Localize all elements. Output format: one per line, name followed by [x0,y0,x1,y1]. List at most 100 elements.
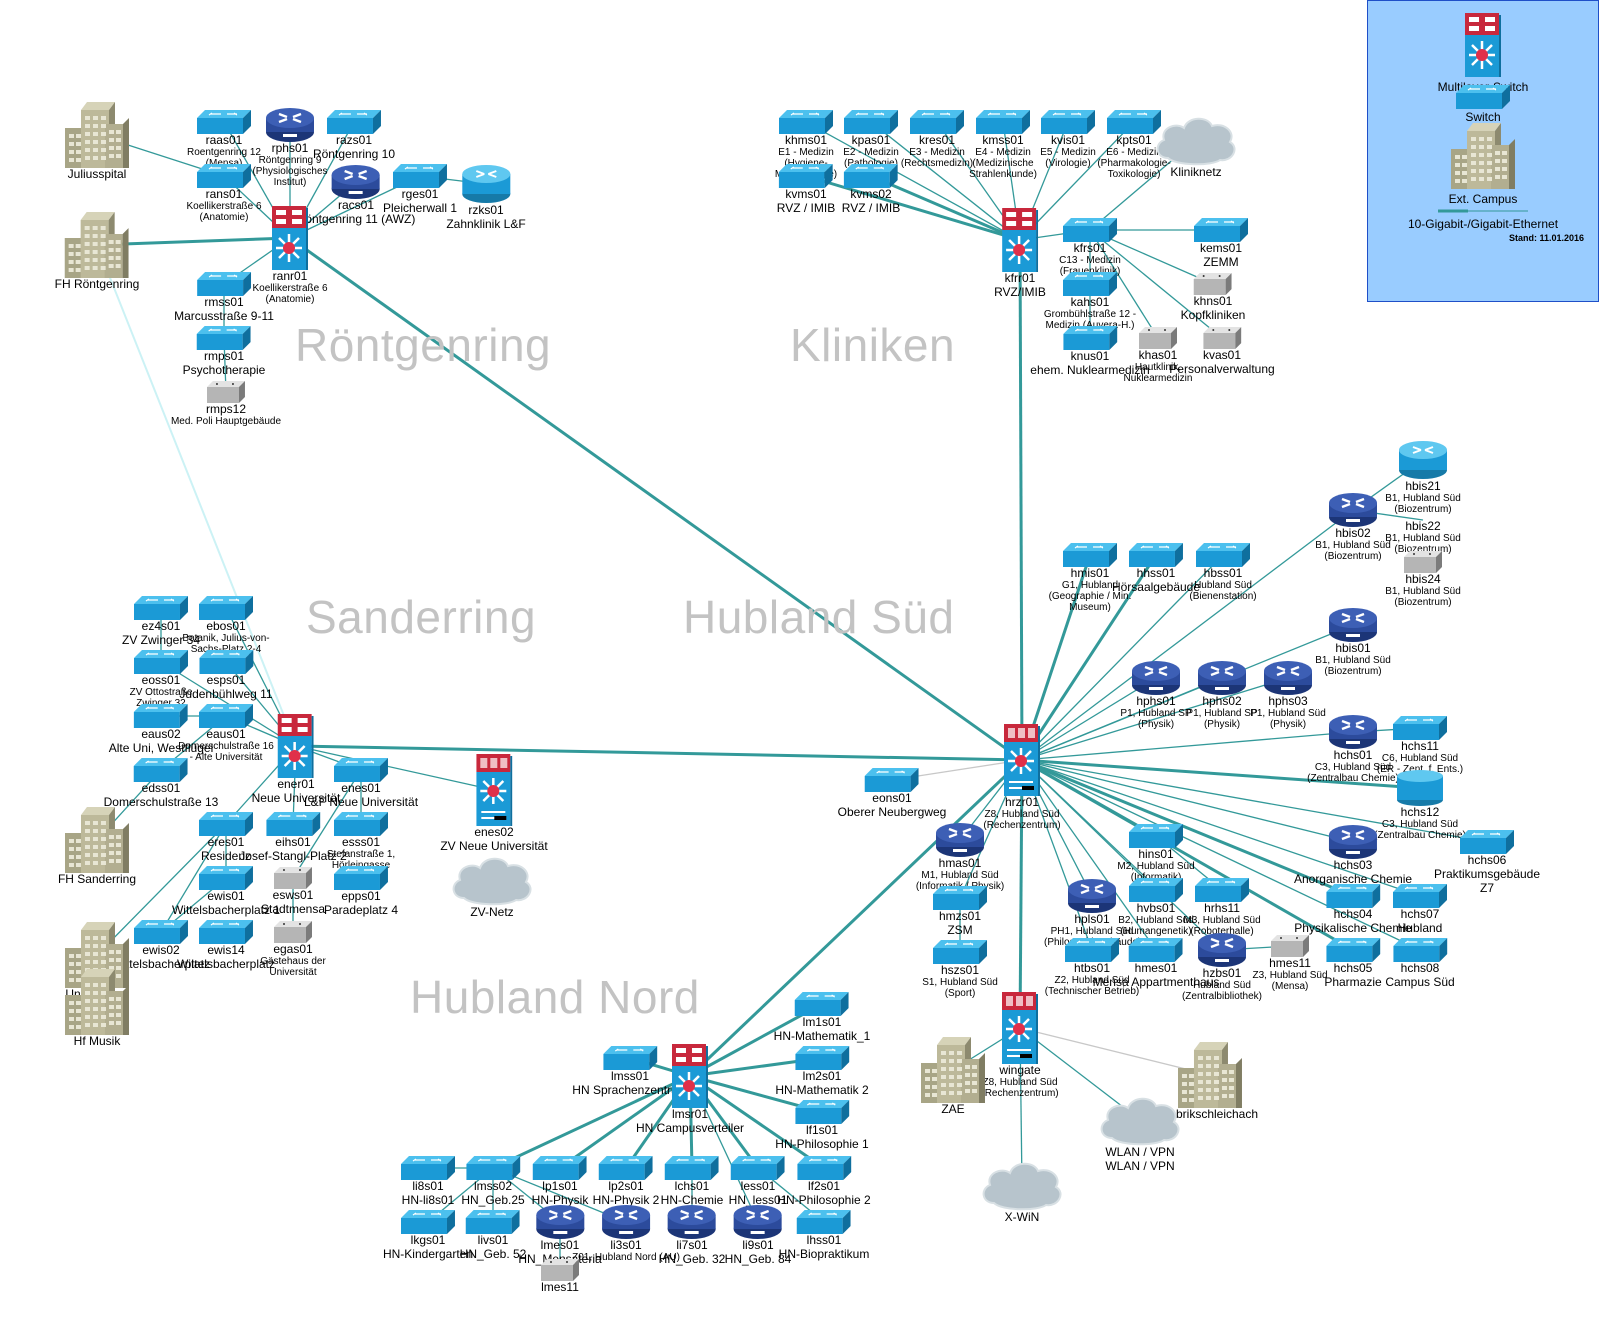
node-hfmusik[interactable]: Hf Musik [65,969,129,1048]
node-julius[interactable]: Juliusspital [65,102,129,181]
node-kliniknetz[interactable]: Kliniknetz [1154,114,1238,179]
node-fabrik[interactable]: Fabrikschleichach [1162,1042,1258,1121]
node-xwin[interactable]: X-WiN [980,1159,1064,1224]
node-lmes11[interactable]: lmes11 [541,1259,579,1294]
node-zvnetz[interactable]: ZV-Netz [450,854,534,919]
node-fhroe[interactable]: FH Röntgenring [55,212,139,291]
node-zae[interactable]: ZAE [921,1037,985,1116]
node-fhsand[interactable]: FH Sanderring [58,807,136,886]
